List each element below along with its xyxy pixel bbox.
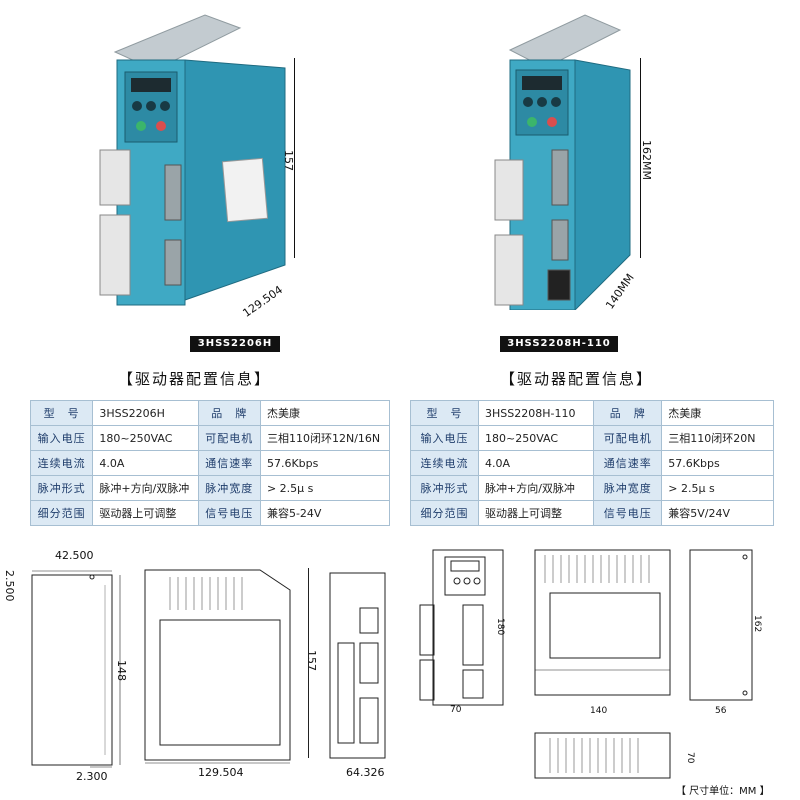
spec-row: 脉冲形式脉冲+方向/双脉冲脉冲宽度> 2.5μ s (29, 475, 391, 501)
drawing-top-view-right (534, 732, 671, 779)
drawing-back-view-right (689, 549, 753, 701)
unit-note: 【 尺寸单位：MM 】 (676, 786, 770, 797)
spec-key: 可配电机 (593, 425, 663, 451)
dim-70-front: 70 (450, 705, 462, 715)
spec-value: 脉冲+方向/双脉冲 (92, 475, 199, 501)
spec-key: 通信速率 (593, 450, 663, 476)
drawing-side-view-left (144, 569, 291, 764)
dim-140: 140 (590, 706, 608, 716)
drawing-front-view-right (419, 549, 504, 706)
driver-illustration-right (494, 14, 631, 312)
spec-value: 4.0A (92, 450, 199, 476)
dim-70-top: 70 (685, 752, 695, 764)
dim-157: 157 (305, 650, 318, 671)
photo-height-dim-right: 162MM (640, 140, 653, 180)
spec-row: 细分范围驱动器上可调整信号电压兼容5V/24V (410, 500, 774, 526)
dim-2500: 2.500 (3, 570, 16, 602)
spec-value: 兼容5-24V (259, 500, 391, 526)
dim-line (308, 568, 309, 758)
spec-value: 180~250VAC (477, 425, 595, 451)
section-title-left: 【驱动器配置信息】 (118, 370, 272, 388)
spec-value: > 2.5μ s (661, 475, 774, 501)
spec-key: 品 牌 (593, 400, 663, 426)
spec-value: 57.6Kbps (259, 450, 391, 476)
spec-value: > 2.5μ s (259, 475, 391, 501)
spec-value: 三相110闭环12N/16N (259, 425, 391, 451)
spec-key: 脉冲形式 (29, 475, 94, 501)
driver-illustration-left (99, 14, 286, 306)
spec-value: 57.6Kbps (661, 450, 774, 476)
spec-value: 3HSS2206H (92, 400, 199, 426)
dim-180: 180 (495, 618, 505, 636)
product-photo-left (95, 10, 305, 310)
spec-key: 连续电流 (29, 450, 94, 476)
spec-row: 脉冲形式脉冲+方向/双脉冲脉冲宽度> 2.5μ s (410, 475, 774, 501)
drawing-back-view-left (329, 572, 386, 759)
spec-key: 细分范围 (410, 500, 479, 526)
spec-key: 脉冲形式 (410, 475, 479, 501)
dim-line (294, 58, 295, 258)
dim-line (640, 58, 641, 258)
spec-value: 180~250VAC (92, 425, 199, 451)
spec-value: 杰美康 (259, 400, 391, 426)
spec-key: 连续电流 (410, 450, 479, 476)
dim-148: 148 (115, 660, 128, 681)
dim-162: 162 (752, 615, 762, 633)
drawing-side-view-right (534, 549, 671, 696)
spec-value: 三相110闭环20N (661, 425, 774, 451)
spec-value: 脉冲+方向/双脉冲 (477, 475, 595, 501)
spec-key: 输入电压 (29, 425, 94, 451)
spec-key: 细分范围 (29, 500, 94, 526)
spec-value: 4.0A (477, 450, 595, 476)
dim-56: 56 (715, 706, 727, 716)
spec-value: 驱动器上可调整 (477, 500, 595, 526)
spec-key: 脉冲宽度 (593, 475, 663, 501)
spec-key: 可配电机 (197, 425, 261, 451)
spec-key: 型 号 (29, 400, 94, 426)
spec-key: 通信速率 (197, 450, 261, 476)
model-label-right: 3HSS2208H-110 (500, 336, 618, 352)
spec-key: 信号电压 (197, 500, 261, 526)
spec-value: 兼容5V/24V (661, 500, 774, 526)
dim-64326: 64.326 (346, 766, 385, 779)
spec-key: 信号电压 (593, 500, 663, 526)
dim-2300: 2.300 (76, 770, 108, 783)
spec-key: 型 号 (410, 400, 479, 426)
product-photo-right (490, 10, 650, 312)
model-label-left: 3HSS2206H (190, 336, 280, 352)
spec-value: 驱动器上可调整 (92, 500, 199, 526)
drawing-front-view-left (31, 570, 121, 768)
dim-129504: 129.504 (198, 766, 244, 779)
dim-42500: 42.500 (55, 549, 94, 562)
spec-value: 3HSS2208H-110 (477, 400, 595, 426)
section-title-right: 【驱动器配置信息】 (500, 370, 654, 388)
spec-key: 脉冲宽度 (197, 475, 261, 501)
spec-value: 杰美康 (661, 400, 774, 426)
spec-key: 输入电压 (410, 425, 479, 451)
spec-row: 细分范围驱动器上可调整信号电压兼容5-24V (29, 500, 391, 526)
spec-key: 品 牌 (197, 400, 261, 426)
